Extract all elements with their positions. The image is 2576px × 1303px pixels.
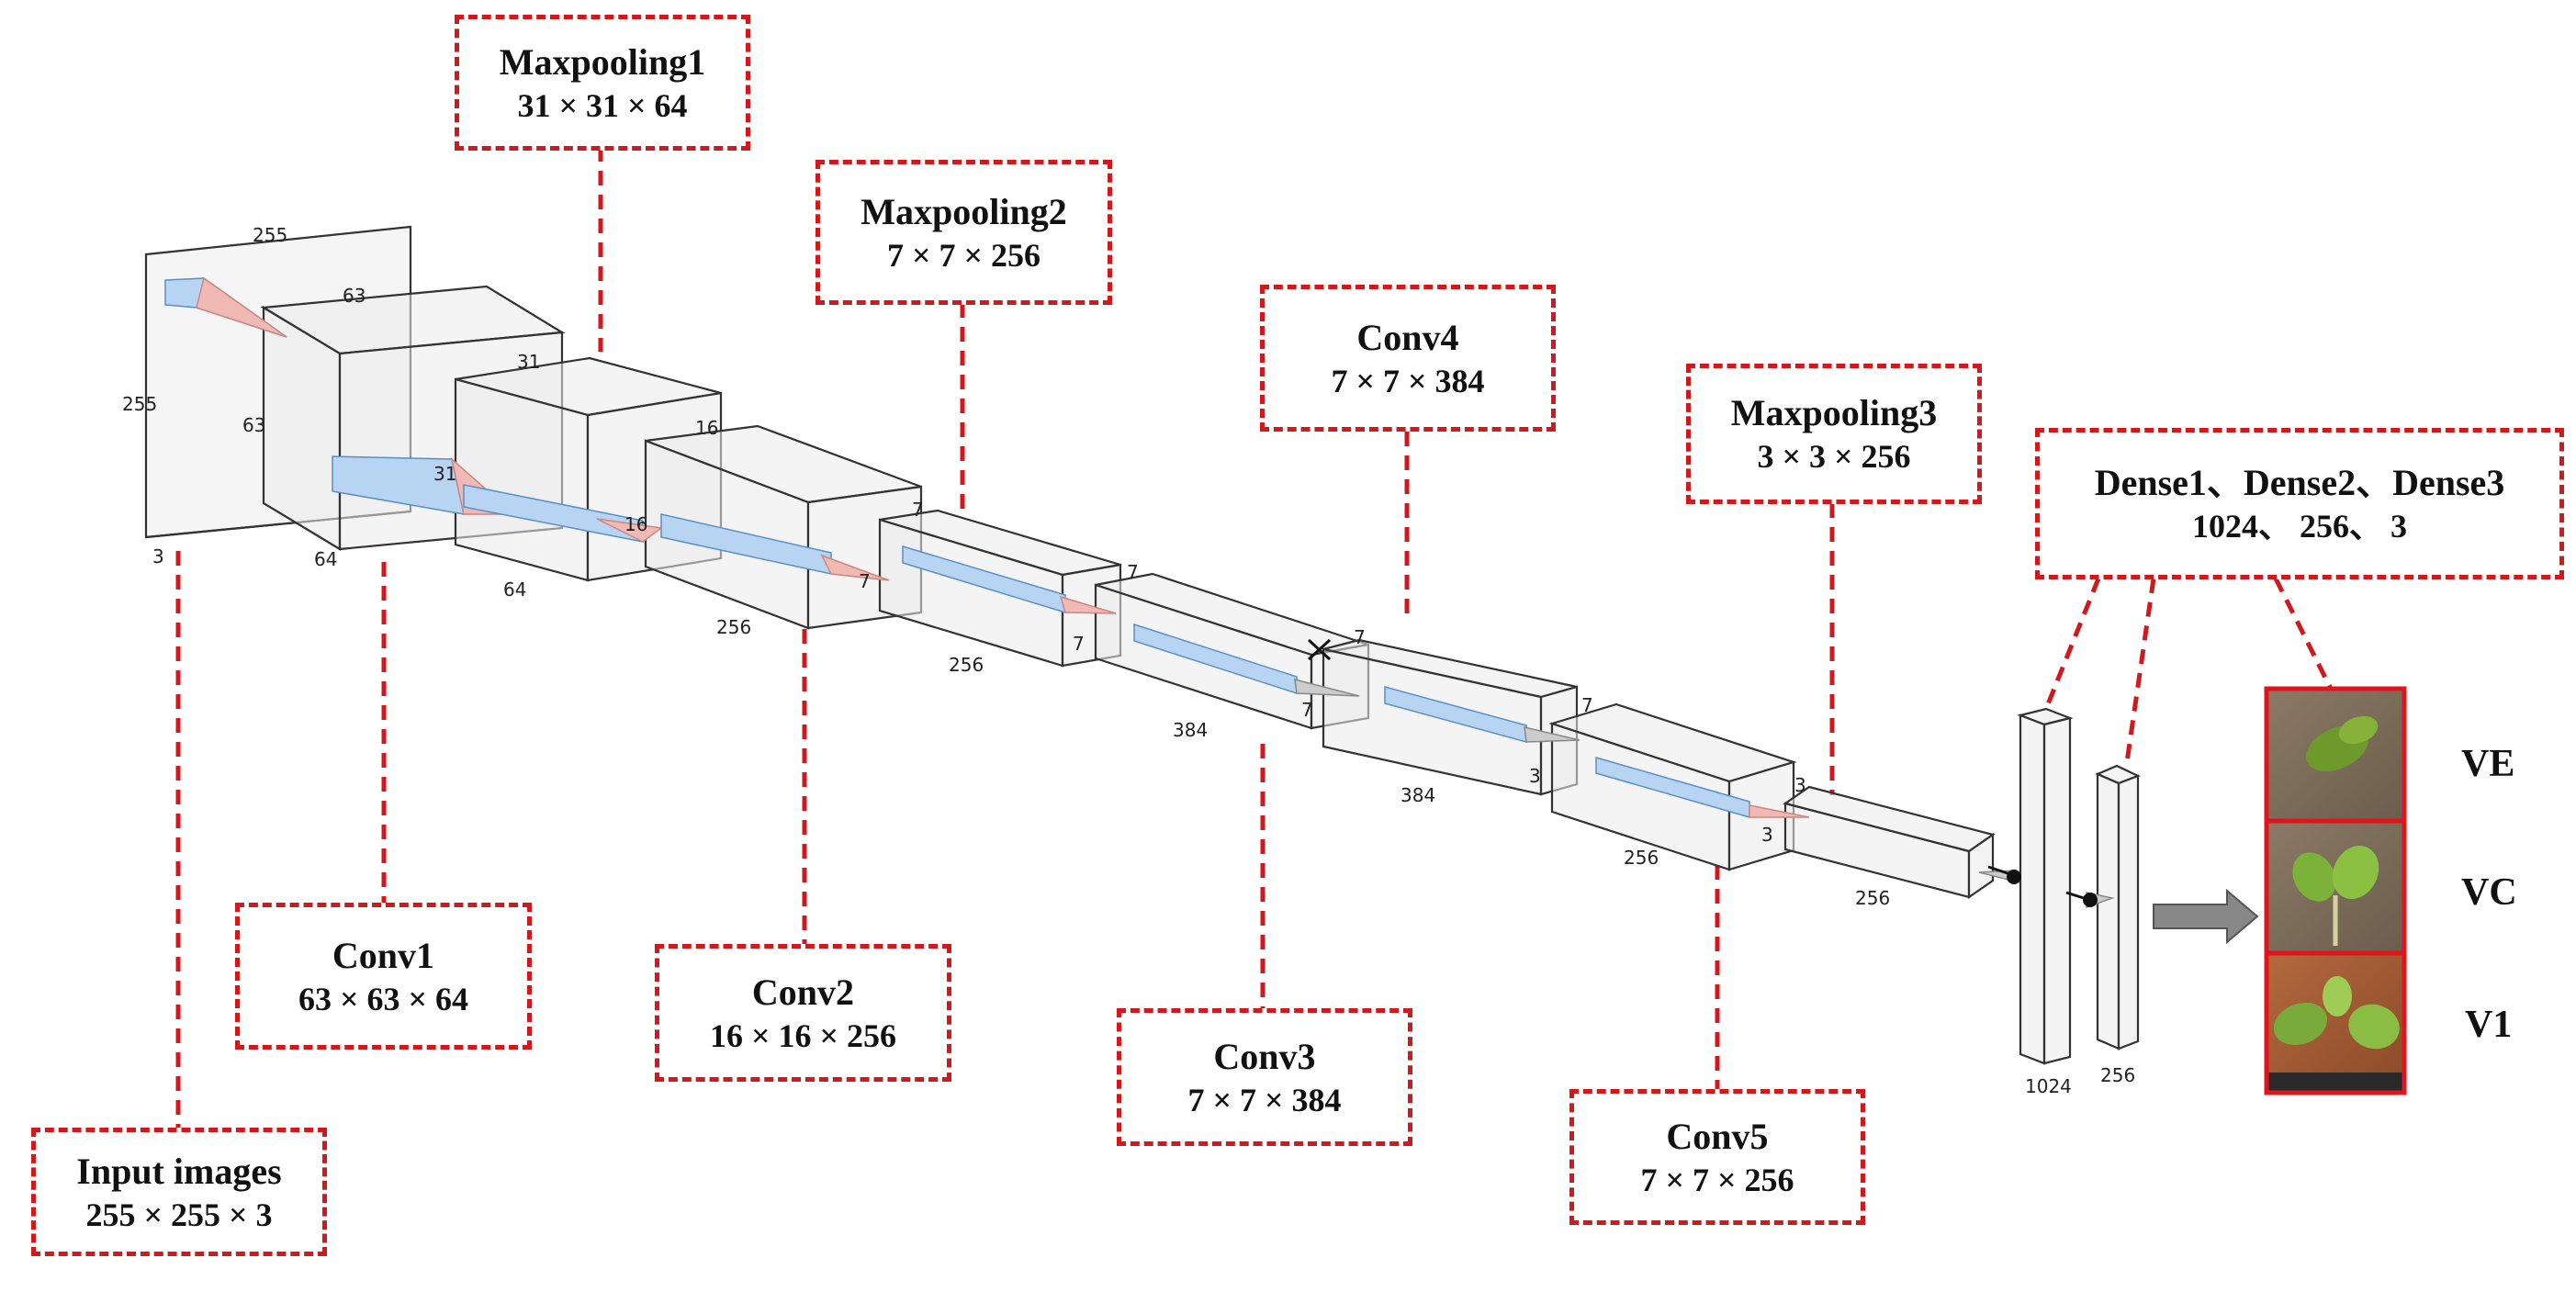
conv4-box: Conv4 7 × 7 × 384 <box>1260 285 1556 432</box>
b6-side-label: 7 <box>1073 633 1085 655</box>
b8-depth-label: 256 <box>1624 847 1659 869</box>
photo-ve <box>2264 686 2407 824</box>
b9-depth-label: 256 <box>1855 887 1890 909</box>
box-title: Conv5 <box>1666 1115 1769 1157</box>
class-photos <box>2264 686 2407 1095</box>
b3-side-label: 31 <box>433 463 456 485</box>
kernel-arrows <box>164 276 2115 909</box>
b3-top-label: 31 <box>517 351 540 373</box>
box-title: Maxpooling2 <box>861 190 1067 232</box>
maxpooling2-box: Maxpooling2 7 × 7 × 256 <box>816 160 1112 305</box>
conv2-box: Conv2 16 × 16 × 256 <box>655 944 951 1082</box>
b1-top-label: 255 <box>253 224 287 246</box>
photo-v1 <box>2264 950 2407 1095</box>
b8-side-label: 3 <box>1529 765 1541 787</box>
b9-side-label: 3 <box>1761 824 1773 846</box>
box-dims: 63 × 63 × 64 <box>298 980 469 1017</box>
b5-side-label: 7 <box>859 570 871 592</box>
box-dims: 7 × 7 × 256 <box>886 236 1041 274</box>
dense2-node <box>2083 893 2098 907</box>
b7-depth-label: 384 <box>1400 784 1435 806</box>
box-title: Maxpooling1 <box>499 40 706 83</box>
dense2-bar <box>2095 764 2141 1050</box>
box-dims: 7 × 7 × 256 <box>1640 1161 1794 1198</box>
b4-top-label: 16 <box>695 417 718 439</box>
photo-vc <box>2264 818 2407 956</box>
d2-depth-label: 256 <box>2100 1064 2135 1086</box>
box-title: Conv1 <box>332 934 435 976</box>
input-images-box: Input images 255 × 255 × 3 <box>31 1128 327 1256</box>
b8-top-label: 7 <box>1581 694 1593 716</box>
output-arrow-icon <box>2153 888 2259 945</box>
maxpooling1-box: Maxpooling1 31 × 31 × 64 <box>455 15 750 151</box>
b3-depth-label: 64 <box>503 578 526 601</box>
box-title: Conv2 <box>751 971 855 1013</box>
b6-depth-label: 384 <box>1173 719 1208 741</box>
b7-top-label: 7 <box>1354 626 1366 648</box>
b2-depth-label: 64 <box>314 548 337 570</box>
maxpooling3-box: Maxpooling3 3 × 3 × 256 <box>1686 364 1982 504</box>
dense1-node <box>2007 870 2021 884</box>
class-label-vc: VC <box>2461 871 2517 914</box>
block-maxpool3 <box>1783 785 1996 900</box>
b5-top-label: 7 <box>912 499 924 521</box>
box-dims: 31 × 31 × 64 <box>517 86 688 124</box>
box-title: Conv3 <box>1213 1035 1316 1077</box>
box-title: Maxpooling3 <box>1730 392 1938 433</box>
b4-depth-label: 256 <box>716 616 751 638</box>
conv3-box: Conv3 7 × 7 × 384 <box>1117 1008 1412 1146</box>
dense1-bar <box>2017 707 2074 1065</box>
b2-side-label: 63 <box>242 414 265 436</box>
box-title: Conv4 <box>1356 316 1459 358</box>
box-dims: 7 × 7 × 384 <box>1331 362 1485 399</box>
box-title: Input images <box>76 1150 282 1192</box>
class-label-ve: VE <box>2461 743 2515 785</box>
b7-side-label: 7 <box>1301 699 1313 721</box>
b1-side-label: 255 <box>122 393 157 415</box>
box-dims: 3 × 3 × 256 <box>1757 438 1911 475</box>
b1-depth-label: 3 <box>152 545 164 567</box>
b4-side-label: 16 <box>624 513 647 535</box>
block-dim-labels: 255 255 3 63 63 64 31 31 64 16 16 256 7 … <box>122 224 2135 1097</box>
box-dims: 16 × 16 × 256 <box>709 1017 897 1054</box>
dense-box: Dense1、Dense2、Dense3 1024、 256、 3 <box>2035 428 2564 579</box>
b2-top-label: 63 <box>343 285 366 307</box>
conv5-box: Conv5 7 × 7 × 256 <box>1569 1089 1865 1225</box>
connector-lines <box>175 147 2334 1128</box>
box-title: Dense1、Dense2、Dense3 <box>2094 462 2505 503</box>
class-label-v1: V1 <box>2465 1004 2513 1046</box>
block-conv4 <box>1322 638 1579 796</box>
b5-depth-label: 256 <box>949 654 984 676</box>
box-dims: 255 × 255 × 3 <box>85 1196 273 1233</box>
conv1-box: Conv1 63 × 63 × 64 <box>235 903 532 1050</box>
b6-top-label: 7 <box>1127 561 1139 583</box>
b9-top-label: 3 <box>1794 774 1806 796</box>
d1-depth-label: 1024 <box>2025 1075 2072 1097</box>
box-dims: 1024、 256、 3 <box>2191 508 2407 545</box>
box-dims: 7 × 7 × 384 <box>1187 1081 1342 1118</box>
connection-marks <box>1307 638 2090 902</box>
